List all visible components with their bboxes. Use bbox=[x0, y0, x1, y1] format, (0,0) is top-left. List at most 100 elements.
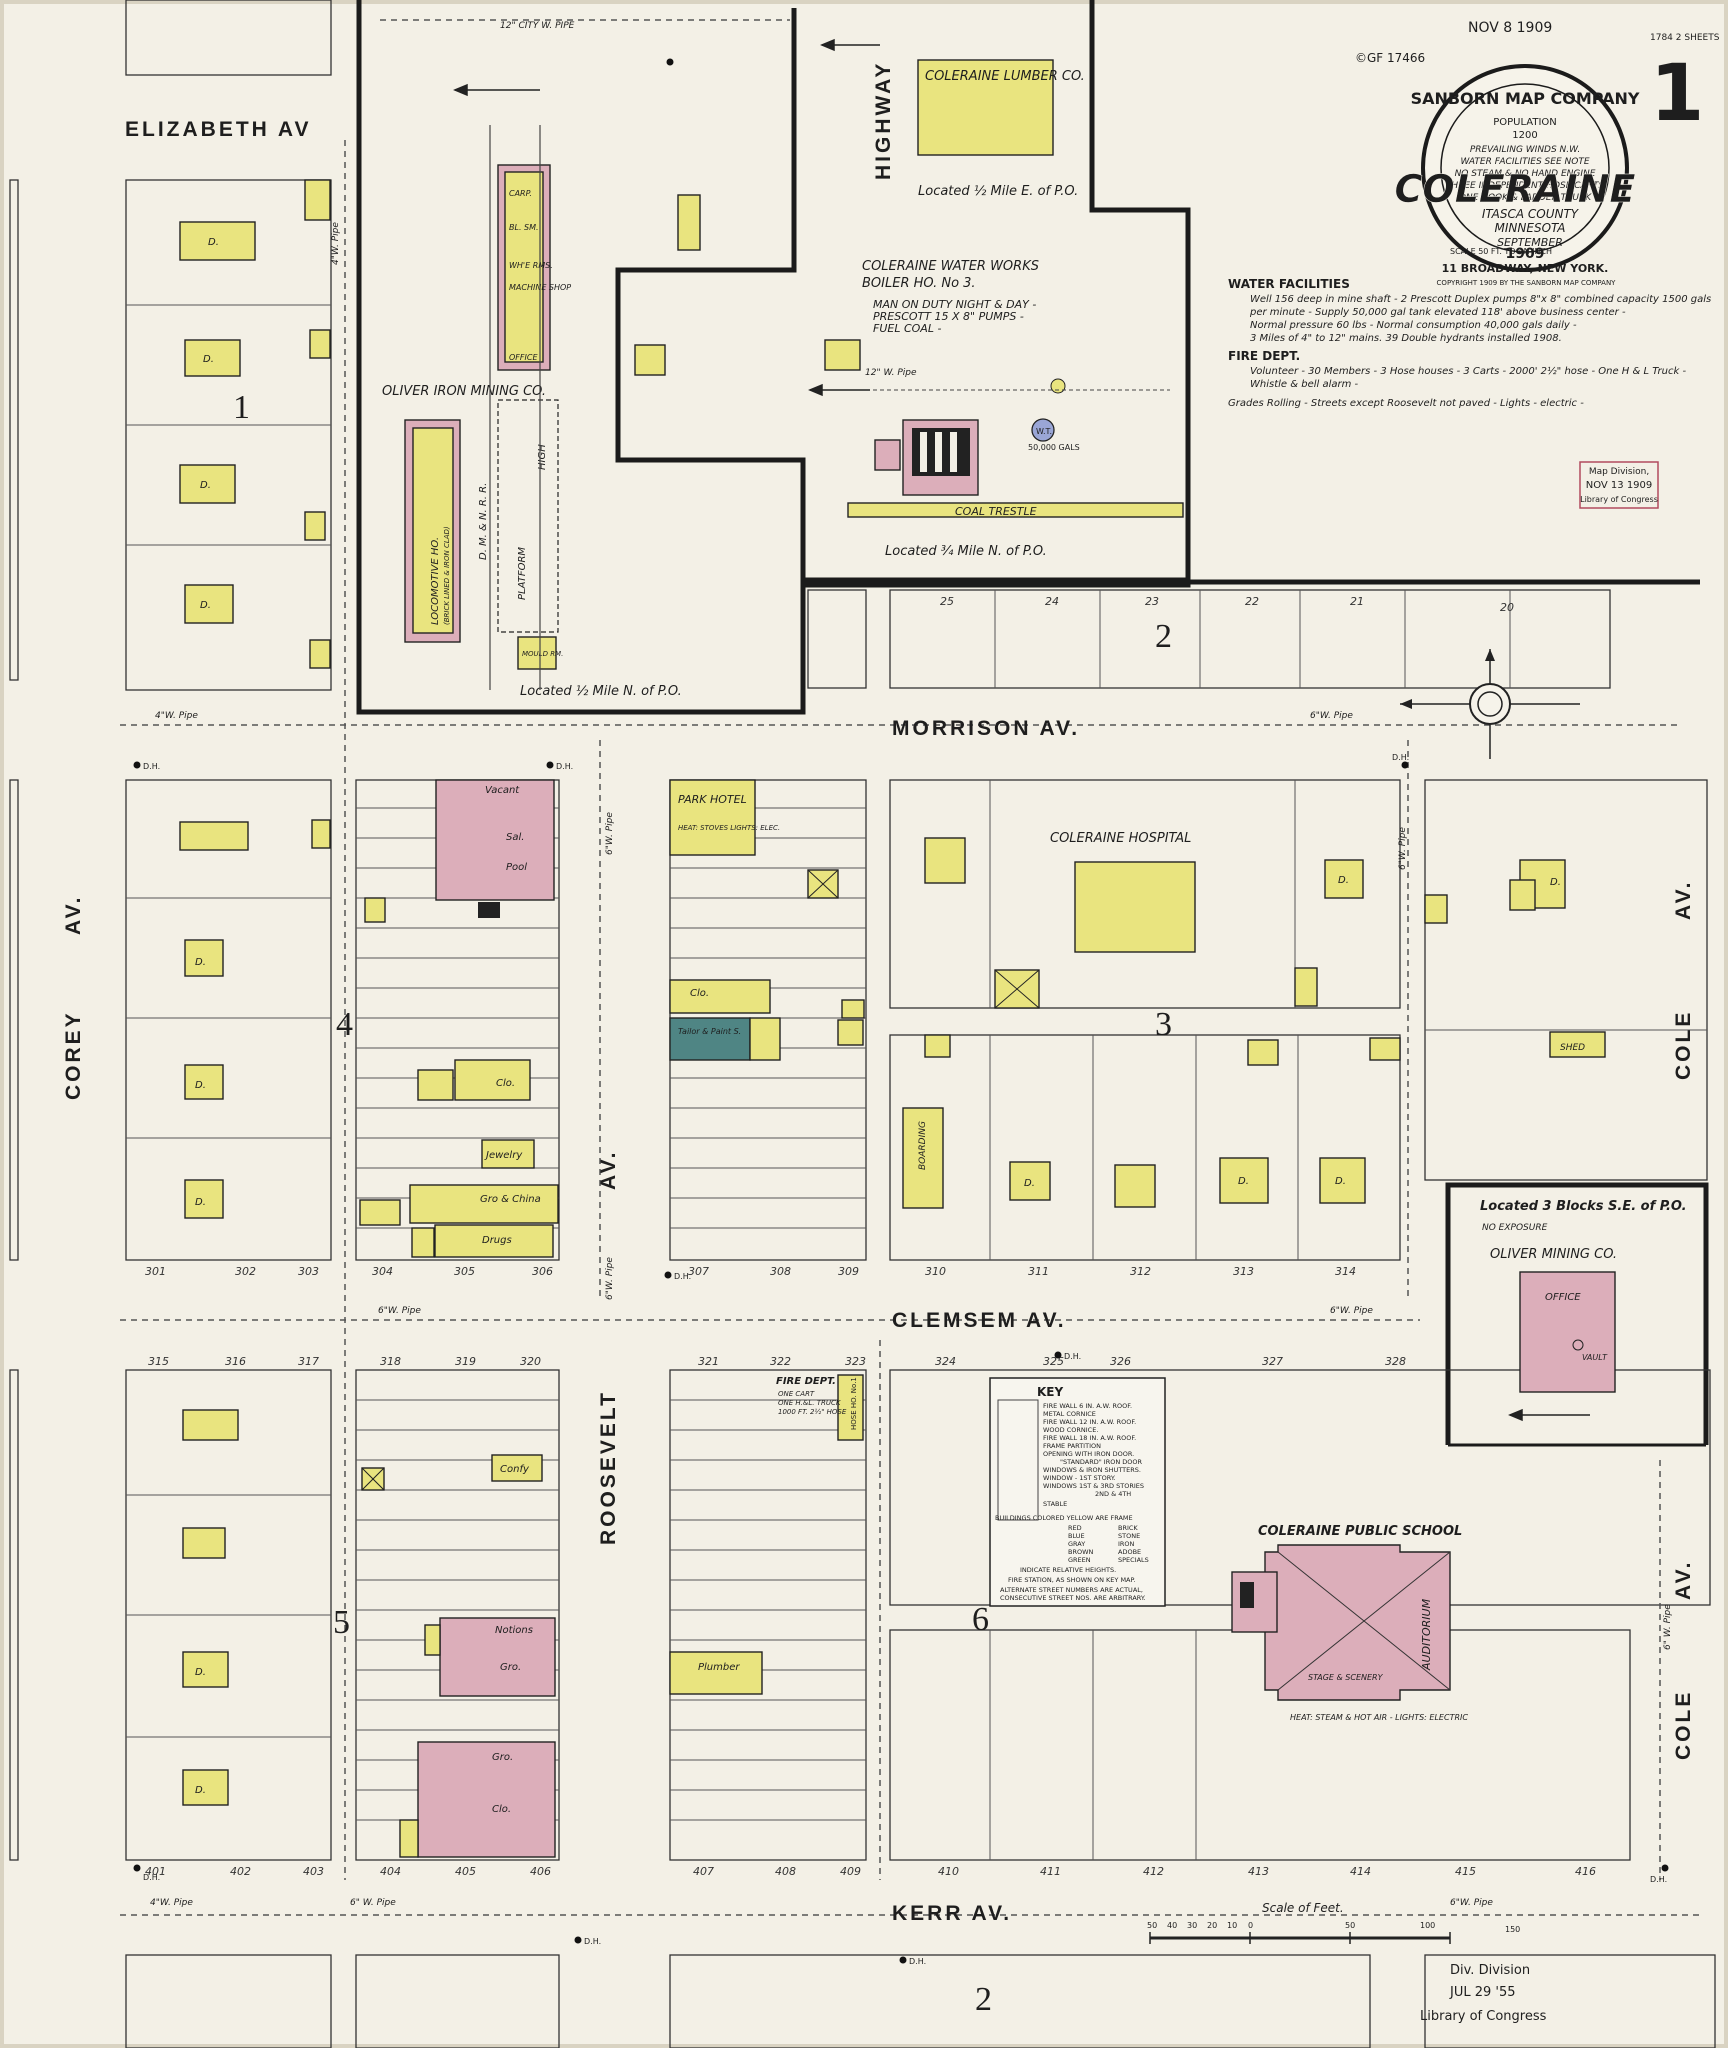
key-line-1: FIRE WALL 6 IN. A.W. ROOF. bbox=[1043, 1402, 1132, 1410]
block-number-2: 2 bbox=[1155, 618, 1172, 655]
scale-tick-0: 0 bbox=[1248, 1921, 1253, 1930]
street-cole-av-south: AV. bbox=[1672, 1559, 1695, 1600]
scale-bar: Scale of Feet. 50 40 30 20 10 0 50 100 1… bbox=[1147, 1901, 1520, 1944]
street-cole: COLE bbox=[1672, 1010, 1695, 1080]
key-line-5: FIRE WALL 18 IN. A.W. ROOF. bbox=[1043, 1434, 1136, 1442]
plumber-label: Plumber bbox=[698, 1662, 740, 1673]
lot-number: 23 bbox=[1145, 595, 1159, 608]
saloon-label: Sal. bbox=[506, 832, 524, 843]
address-number: 317 bbox=[298, 1355, 319, 1368]
street-roosevelt-av: AV. bbox=[597, 1149, 620, 1190]
scale-tick-10: 10 bbox=[1227, 1921, 1237, 1930]
address-number: 323 bbox=[845, 1355, 866, 1368]
school-note: HEAT: STEAM & HOT AIR - LIGHTS: ELECTRIC bbox=[1290, 1713, 1468, 1722]
address-number: 305 bbox=[454, 1265, 475, 1278]
fire-line-1: Volunteer - 30 Members - 3 Hose houses -… bbox=[1250, 365, 1686, 377]
address-numbers: 301 302 303 304 305 306 307 308 309 310 … bbox=[145, 595, 1596, 1878]
lumber-company: COLERAINE LUMBER CO. Located ½ Mile E. o… bbox=[917, 59, 1085, 199]
key-material-2: STONE bbox=[1118, 1532, 1140, 1540]
high-label: HIGH bbox=[537, 444, 548, 470]
key-line-6: FRAME PARTITION bbox=[1043, 1442, 1101, 1450]
key-line-12: 2ND & 4TH bbox=[1095, 1490, 1131, 1498]
block-number-4: 4 bbox=[336, 1006, 353, 1043]
pipe-label: 4"W. Pipe bbox=[331, 222, 341, 265]
water-line-4: 3 Miles of 4" to 12" mains. 39 Double hy… bbox=[1250, 333, 1562, 344]
legend-key: KEY FIRE WALL 6 IN. A.W. ROOF. METAL COR… bbox=[989, 1377, 1166, 1607]
hydrant-label: D.H. bbox=[674, 1272, 691, 1281]
address-number: 412 bbox=[1143, 1865, 1164, 1878]
pipe-label: 4"W. Pipe bbox=[155, 711, 198, 721]
key-color-name-1: RED bbox=[1068, 1524, 1082, 1532]
street-cole-south: COLE bbox=[1672, 1690, 1695, 1760]
address-number: 321 bbox=[698, 1355, 719, 1368]
loc-stamp-line-3: Library of Congress bbox=[1420, 2009, 1547, 2024]
address-number: 316 bbox=[225, 1355, 246, 1368]
address-number: 312 bbox=[1130, 1265, 1151, 1278]
oliver-mining-name: OLIVER MINING CO. bbox=[1490, 1247, 1617, 1262]
key-line-13: STABLE bbox=[1043, 1500, 1067, 1508]
pipe-label: 6"W. Pipe bbox=[605, 1257, 615, 1300]
lot-number: 21 bbox=[1350, 595, 1364, 608]
street-cole-av: AV. bbox=[1672, 879, 1695, 920]
pipe-label: 6"W. Pipe bbox=[605, 812, 615, 855]
waterworks-note-3: FUEL COAL - bbox=[873, 322, 941, 335]
public-school: COLERAINE PUBLIC SCHOOL AUDITORIUM STAGE… bbox=[1231, 1524, 1468, 1722]
key-line-8: "STANDARD" IRON DOOR bbox=[1060, 1458, 1143, 1466]
grades-line: Grades Rolling - Streets except Roosevel… bbox=[1228, 398, 1584, 409]
seal-note-3: NO STEAM & NO HAND ENGINE bbox=[1455, 169, 1596, 179]
dwelling-label: D. bbox=[195, 1785, 206, 1796]
pipe-label: 6" W. Pipe bbox=[1663, 1604, 1673, 1650]
shop-cell-5: OFFICE bbox=[509, 353, 538, 362]
flow-arrows bbox=[453, 38, 1590, 1422]
dwelling-label: D. bbox=[1238, 1176, 1249, 1187]
seal-note-1: PREVAILING WINDS N.W. bbox=[1470, 145, 1580, 155]
street-clemsem-av: CLEMSEM AV. bbox=[892, 1309, 1067, 1332]
hydrants: D.H. D.H. D.H. D.H. D.H. D.H. D.H. D.H. … bbox=[133, 58, 1669, 1966]
address-number: 319 bbox=[455, 1355, 476, 1368]
auditorium-label: AUDITORIUM bbox=[1420, 1598, 1433, 1671]
scale-tick-50: 50 bbox=[1345, 1921, 1355, 1930]
park-hotel-note: HEAT: STOVES LIGHTS: ELEC. bbox=[678, 824, 780, 832]
lot-number: 22 bbox=[1245, 595, 1259, 608]
oliver-mining-boundary bbox=[1445, 1182, 1709, 1445]
address-number: 315 bbox=[148, 1355, 169, 1368]
shop-cell-3: WH'E RMS. bbox=[509, 261, 553, 270]
oliver-iron-name: OLIVER IRON MINING CO. bbox=[382, 384, 546, 399]
key-line-11: WINDOWS 1ST & 3RD STORIES bbox=[1043, 1482, 1144, 1490]
hydrant-label: D.H. bbox=[1650, 1875, 1667, 1884]
roundhouse-label: LOCOMOTIVE HO. bbox=[430, 537, 441, 625]
street-morrison-av: MORRISON AV. bbox=[892, 717, 1080, 740]
school-name: COLERAINE PUBLIC SCHOOL bbox=[1258, 1524, 1462, 1539]
waterworks-location: Located ¾ Mile N. of P.O. bbox=[885, 544, 1047, 559]
key-material-5: SPECIALS bbox=[1118, 1556, 1149, 1564]
key-footer-4: CONSECUTIVE STREET NOS. ARE ARBITRARY. bbox=[1000, 1594, 1146, 1602]
park-hotel-name: PARK HOTEL bbox=[678, 793, 747, 806]
water-line-3: Normal pressure 60 lbs - Normal consumpt… bbox=[1250, 320, 1577, 331]
received-stamp: NOV 8 1909 bbox=[1468, 20, 1552, 36]
key-line-3: FIRE WALL 12 IN. A.W. ROOF. bbox=[1043, 1418, 1136, 1426]
key-color-name-4: BROWN bbox=[1068, 1548, 1094, 1556]
map-division-stamp: Map Division, NOV 13 1909 Library of Con… bbox=[1579, 461, 1659, 509]
lumber-name: COLERAINE LUMBER CO. bbox=[925, 69, 1085, 84]
seal-copyright: COPYRIGHT 1909 BY THE SANBORN MAP COMPAN… bbox=[1437, 279, 1617, 287]
dwelling-label: D. bbox=[195, 1197, 206, 1208]
address-number: 413 bbox=[1248, 1865, 1269, 1878]
address-number: 404 bbox=[380, 1865, 401, 1878]
water-line-1: Well 156 deep in mine shaft - 2 Prescott… bbox=[1250, 294, 1711, 305]
dwelling-label: D. bbox=[203, 354, 214, 365]
hydrant-label: D.H. bbox=[909, 1957, 926, 1966]
hose-house-label: HOSE HO. No.1 bbox=[850, 1377, 858, 1430]
oliver-mining-co: Located 3 Blocks S.E. of P.O. NO EXPOSUR… bbox=[1480, 1199, 1687, 1393]
grocery-label: Gro. bbox=[492, 1752, 513, 1763]
seal-year: 1909 bbox=[1506, 246, 1545, 262]
water-line-2: per minute - Supply 50,000 gal tank elev… bbox=[1249, 307, 1626, 318]
vault-label: VAULT bbox=[1582, 1353, 1608, 1362]
oliver-mining-location: Located 3 Blocks S.E. of P.O. bbox=[1480, 1199, 1687, 1214]
railway-label: D. M. & N. R. R. bbox=[478, 483, 489, 560]
address-number: 409 bbox=[840, 1865, 861, 1878]
pipe-labels: 12" CITY W. PIPE 12" W. Pipe 6"W. Pipe 4… bbox=[150, 21, 1673, 1908]
address-number: 411 bbox=[1040, 1865, 1061, 1878]
hydrant-label: D.H. bbox=[143, 762, 160, 771]
fire-dept-note-2: ONE H.&L. TRUCK bbox=[778, 1399, 842, 1407]
